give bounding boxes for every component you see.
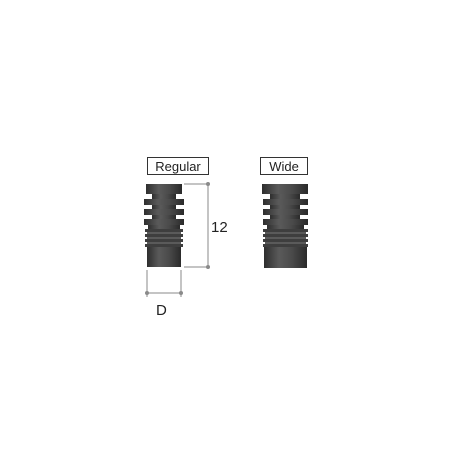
wide-implant-shape [262, 184, 308, 268]
diameter-dimension-label: D [156, 302, 167, 319]
wide-variant-label: Wide [260, 157, 308, 175]
regular-implant-shape [144, 184, 184, 267]
diameter-dimension-line [145, 270, 183, 297]
height-dimension-value: 12 [211, 219, 228, 236]
regular-variant-label: Regular [147, 157, 209, 175]
height-dimension-line [184, 182, 210, 269]
